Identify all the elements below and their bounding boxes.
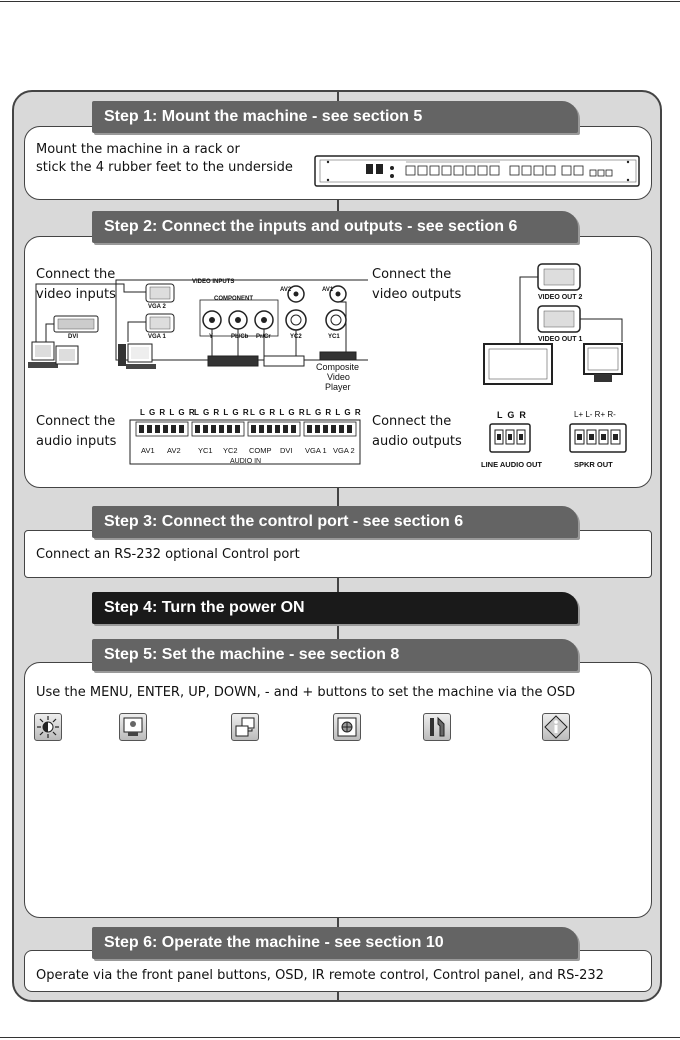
audio-in-comp: COMP xyxy=(249,446,272,455)
step1-banner: Step 1: Mount the machine - see section … xyxy=(92,101,578,133)
video-outputs-label-line1: Connect the xyxy=(372,267,452,282)
player-label-line3: Player xyxy=(325,382,351,392)
audio-lgr-1: L G R L G R xyxy=(140,408,196,417)
tools-icon xyxy=(423,713,451,741)
vga1-label: VGA 1 xyxy=(148,334,166,340)
step5-text: Use the MENU, ENTER, UP, DOWN, - and + b… xyxy=(36,685,576,700)
yc1-label: YC1 xyxy=(328,334,340,340)
audio-outputs-label-line1: Connect the xyxy=(372,414,452,429)
step5-panel xyxy=(24,662,652,918)
component-title: COMPONENT xyxy=(214,296,253,302)
line-audio-out-label: LINE AUDIO OUT xyxy=(481,460,542,469)
pr-label: Pr/Cr xyxy=(256,334,271,340)
player-label-line2: Video xyxy=(327,372,350,382)
top-rule xyxy=(0,1,680,2)
video-outputs-label-line2: video outputs xyxy=(372,287,462,302)
speaker-out-terminal xyxy=(569,423,627,453)
y-label: Y xyxy=(209,334,214,340)
audio-lgr-3: L G R L G R xyxy=(250,408,306,417)
step3-panel xyxy=(24,530,652,578)
step6-text: Operate via the front panel buttons, OSD… xyxy=(36,968,604,983)
line-audio-out-terminal xyxy=(489,423,531,453)
video-out2-label: VIDEO OUT 2 xyxy=(538,294,583,301)
input-icon xyxy=(231,713,259,741)
step3-text: Connect an RS-232 optional Control port xyxy=(36,547,300,562)
step1-text-line1: Mount the machine in a rack or xyxy=(36,142,240,157)
audio-outputs-label-line2: audio outputs xyxy=(372,434,462,449)
video-outputs-image xyxy=(483,263,623,385)
machine-front-panel-image xyxy=(314,155,640,187)
audio-in-vga1: VGA 1 xyxy=(305,446,327,455)
player-label-line1: Composite xyxy=(316,362,360,372)
picture-icon xyxy=(119,713,147,741)
line-out-lgr: L G R xyxy=(497,410,526,420)
audio-in-av1: AV1 xyxy=(141,446,155,455)
video-inputs-label-line1: Connect the xyxy=(36,267,116,282)
pb-label: Pb/Cb xyxy=(231,334,249,340)
video-inputs-panel-image xyxy=(28,279,368,369)
audio-in-yc2: YC2 xyxy=(223,446,238,455)
step4-banner: Step 4: Turn the power ON xyxy=(92,592,578,624)
audio-in-terminal-image xyxy=(129,419,361,465)
audio-in-title: AUDIO IN xyxy=(230,458,262,465)
audio-inputs-label-line2: audio inputs xyxy=(36,434,117,449)
audio-lgr-2: L G R L G R xyxy=(194,408,250,417)
brightness-icon xyxy=(34,713,62,741)
yc2-label: YC2 xyxy=(290,334,302,340)
av2-label: AV2 xyxy=(280,287,292,293)
info-icon xyxy=(542,713,570,741)
audio-lgr-4: L G R L G R xyxy=(306,408,362,417)
geometry-icon xyxy=(333,713,361,741)
video-inputs-label-line2: video inputs xyxy=(36,287,116,302)
vga2-label: VGA 2 xyxy=(148,304,166,310)
video-inputs-title: VIDEO INPUTS xyxy=(192,279,235,285)
speaker-out-label: SPKR OUT xyxy=(574,460,613,469)
dvi-label: DVI xyxy=(68,334,79,340)
video-out1-label: VIDEO OUT 1 xyxy=(538,336,583,343)
audio-in-vga2: VGA 2 xyxy=(333,446,355,455)
step3-banner: Step 3: Connect the control port - see s… xyxy=(92,506,578,538)
step5-banner: Step 5: Set the machine - see section 8 xyxy=(92,639,578,671)
audio-in-yc1: YC1 xyxy=(198,446,213,455)
step2-banner: Step 2: Connect the inputs and outputs -… xyxy=(92,211,578,243)
bottom-rule xyxy=(0,1037,680,1038)
audio-in-av2: AV2 xyxy=(167,446,181,455)
av1-label: AV1 xyxy=(322,287,334,293)
step1-text-line2: stick the 4 rubber feet to the underside xyxy=(36,160,293,175)
audio-inputs-label-line1: Connect the xyxy=(36,414,116,429)
audio-in-dvi: DVI xyxy=(280,446,293,455)
spkr-out-lr: L+ L- R+ R- xyxy=(574,410,616,419)
step6-banner: Step 6: Operate the machine - see sectio… xyxy=(92,927,578,959)
